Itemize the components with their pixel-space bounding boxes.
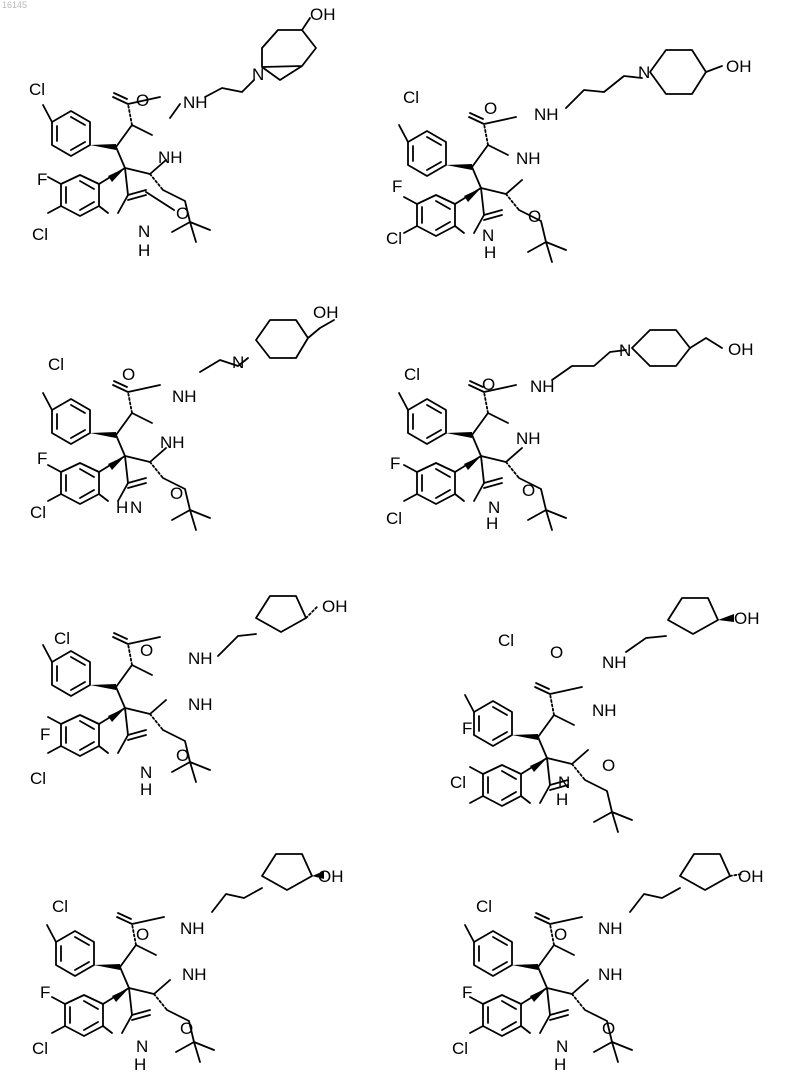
amide-nh-label: NH xyxy=(183,93,208,112)
fluorine-label: F xyxy=(390,454,400,473)
indole-chlorine-label: Cl xyxy=(386,509,402,528)
indole-hydrogen-label: H xyxy=(486,514,498,533)
indole-chlorine-label: Cl xyxy=(30,503,46,522)
hydroxyl-label: OH xyxy=(318,867,344,886)
amide-nh-label: NH xyxy=(188,649,213,668)
aryl-chlorine-label: Cl xyxy=(54,629,70,648)
hydroxyl-label: OH xyxy=(738,867,764,886)
indole-hydrogen-label: H xyxy=(140,780,152,799)
amide-oxygen-label: O xyxy=(484,99,497,118)
hydroxyl-label: OH xyxy=(726,57,752,76)
aryl-chlorine-label: Cl xyxy=(498,631,514,650)
indole-nitrogen-label: N xyxy=(556,1037,568,1056)
pyrrolidine-nh-label: NH xyxy=(592,701,617,720)
amide-oxygen-label: O xyxy=(136,925,149,944)
indole-chlorine-label: Cl xyxy=(450,773,466,792)
indole-nitrogen-label: N xyxy=(130,498,142,517)
hydroxyl-label: OH xyxy=(310,5,336,24)
amide-nh-label: NH xyxy=(172,387,197,406)
indole-hydrogen-label: H xyxy=(554,1055,566,1074)
indole-hydrogen-label: H xyxy=(556,790,568,809)
lactam-oxygen-label: O xyxy=(528,207,541,226)
indole-chlorine-label: Cl xyxy=(452,1039,468,1058)
tail-nitrogen-label: N xyxy=(619,341,631,360)
indole-hydrogen-label: H xyxy=(138,241,150,260)
fluorine-label: F xyxy=(392,177,402,196)
pyrrolidine-nh-label: NH xyxy=(182,965,207,984)
indole-hydrogen-label: H xyxy=(134,1055,146,1074)
fluorine-label: F xyxy=(37,449,47,468)
amide-oxygen-label: O xyxy=(140,641,153,660)
hydroxyl-label: OH xyxy=(313,303,339,322)
fluorine-label: F xyxy=(37,170,47,189)
indole-nitrogen-label: N xyxy=(138,222,150,241)
aryl-chlorine-label: Cl xyxy=(52,897,68,916)
molecule-2: OH N NH O NH Cl F Cl O N H xyxy=(386,50,752,262)
lactam-oxygen-label: O xyxy=(180,1019,193,1038)
molecule-7: OH NH O NH Cl F Cl O N H xyxy=(32,854,344,1074)
amide-oxygen-label: O xyxy=(482,375,495,394)
amide-nh-label: NH xyxy=(530,377,555,396)
indole-hydrogen-label: H xyxy=(484,243,496,262)
aryl-chlorine-label: Cl xyxy=(403,88,419,107)
aryl-chlorine-label: Cl xyxy=(476,897,492,916)
lactam-oxygen-label: O xyxy=(170,484,183,503)
amide-nh-label: NH xyxy=(602,653,627,672)
indole-chlorine-label: Cl xyxy=(32,1039,48,1058)
amide-oxygen-label: O xyxy=(122,365,135,384)
fluorine-label: F xyxy=(462,719,472,738)
pyrrolidine-nh-label: NH xyxy=(158,148,183,167)
indole-chlorine-label: Cl xyxy=(32,225,48,244)
hydroxyl-label: OH xyxy=(734,609,760,628)
molecule-1: OH N NH O NH Cl F Cl O N H xyxy=(29,5,336,260)
fluorine-label: F xyxy=(40,983,50,1002)
amide-oxygen-label: O xyxy=(136,91,149,110)
pyrrolidine-nh-label: NH xyxy=(598,965,623,984)
indole-hydrogen-label: H xyxy=(116,498,128,517)
molecule-4: OH N NH O NH Cl F Cl O N H xyxy=(386,330,754,533)
hydroxyl-label: OH xyxy=(322,597,348,616)
molecule-3: OH N NH O NH Cl F Cl O N H xyxy=(30,303,339,530)
molecule-8: OH NH O NH Cl F Cl O N H xyxy=(452,854,764,1074)
pyrrolidine-nh-label: NH xyxy=(188,695,213,714)
pyrrolidine-nh-label: NH xyxy=(516,429,541,448)
amide-oxygen-label: O xyxy=(550,643,563,662)
fluorine-label: F xyxy=(40,725,50,744)
lactam-oxygen-label: O xyxy=(522,481,535,500)
pyrrolidine-nh-label: NH xyxy=(516,149,541,168)
lactam-oxygen-label: O xyxy=(176,746,189,765)
indole-chlorine-label: Cl xyxy=(386,229,402,248)
aryl-chlorine-label: Cl xyxy=(48,355,64,374)
molecule-6: OH NH O NH Cl F Cl O N H xyxy=(450,598,760,832)
indole-nitrogen-label: N xyxy=(136,1037,148,1056)
amide-nh-label: NH xyxy=(534,105,559,124)
molecule-5: OH NH O NH Cl F Cl O N H xyxy=(30,596,348,799)
pyrrolidine-nh-label: NH xyxy=(160,433,185,452)
lactam-oxygen-label: O xyxy=(602,1019,615,1038)
fluorine-label: F xyxy=(462,983,472,1002)
tail-nitrogen-label: N xyxy=(638,63,650,82)
hydroxyl-label: OH xyxy=(728,340,754,359)
amide-nh-label: NH xyxy=(598,919,623,938)
lactam-oxygen-label: O xyxy=(602,756,615,775)
aryl-chlorine-label: Cl xyxy=(404,365,420,384)
aryl-chlorine-label: Cl xyxy=(29,80,45,99)
indole-chlorine-label: Cl xyxy=(30,769,46,788)
amide-nh-label: NH xyxy=(180,919,205,938)
tail-nitrogen-label: N xyxy=(232,353,244,372)
lactam-oxygen-label: O xyxy=(176,204,189,223)
tail-nitrogen-label: N xyxy=(252,65,264,84)
amide-oxygen-label: O xyxy=(554,925,567,944)
